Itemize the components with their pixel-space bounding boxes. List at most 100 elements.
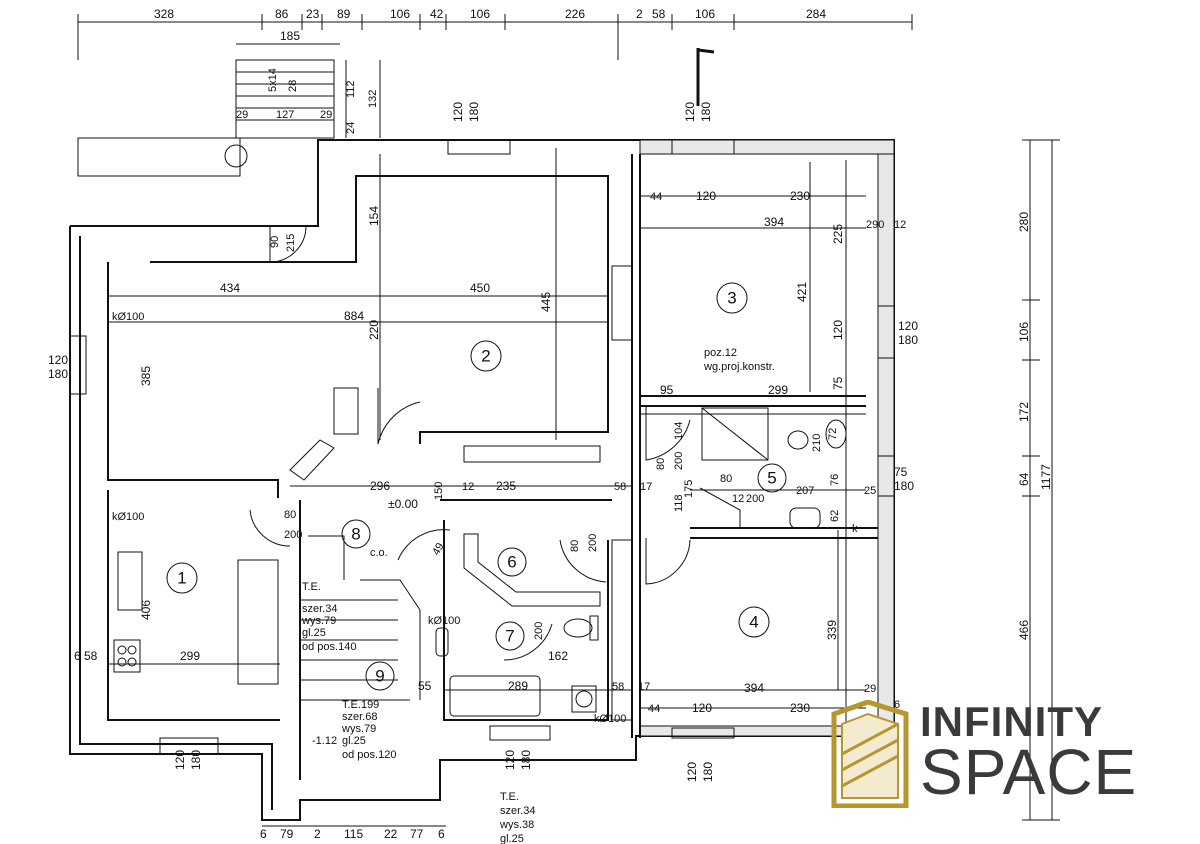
dim-17a: 17 [640,481,652,493]
dim-434: 434 [220,281,240,295]
dim-394a: 394 [764,215,784,229]
dim-215: 215 [285,234,297,252]
top-dim-11: 106 [695,7,715,21]
room-8-label: 8 [351,525,360,544]
dim-289: 289 [508,679,528,693]
washbasin-icon [789,507,821,529]
dim-120-right: 120 [898,319,918,333]
top-dim-12: 284 [806,7,826,21]
dim-200a: 200 [673,452,685,470]
dim-385: 385 [139,366,153,386]
dim-290: 290 [866,219,884,231]
te1-szer: szer.34 [302,603,337,615]
dim-230a: 230 [790,189,810,203]
dim-299a: 299 [180,649,200,663]
room-5-label: 5 [767,469,776,488]
right-dim-2: 106 [1017,322,1031,342]
outer-walls [69,139,895,821]
chimney-2: kØ100 [112,511,144,523]
room-4-label: 4 [749,613,758,632]
dim-44b: 44 [648,703,660,715]
stair-steps: 5x14 [267,68,279,92]
top-dim-8: 226 [565,7,585,21]
dim-394b: 394 [744,681,764,695]
dim-180-br: 180 [701,762,715,782]
room-7-label: 7 [505,627,514,646]
dim-72: 72 [827,428,839,440]
dim-154: 154 [367,206,381,226]
dim-200c: 200 [533,622,545,640]
dim-12b: 12 [894,219,906,231]
right-dim-3: 172 [1017,402,1031,422]
dim-207: 207 [796,485,814,497]
dim-80c: 80 [284,509,296,521]
dim-120b: 120 [831,320,845,340]
dim-12c-200b: 12 [732,493,744,505]
windows [69,139,895,755]
right-dim-total: 1177 [1039,464,1053,490]
fixtures [113,407,847,717]
bottom-dim-1: 6 [260,827,267,841]
dim-884: 884 [344,309,364,323]
stair-h3: 24 [345,122,357,134]
te3-title: T.E. [500,791,519,803]
washbasin-icon-2 [435,627,449,657]
room-2-label: 2 [481,347,490,366]
te2-szer: szer.68 [342,711,377,723]
dim-49: 49 [430,541,447,558]
dim-120a: 120 [696,189,716,203]
dim-421: 421 [795,282,809,302]
stove-icon [113,639,141,673]
dim-180-left: 180 [48,367,68,381]
top-dim-5: 106 [390,7,410,21]
dim-220: 220 [367,320,381,340]
entrance-stairs: 185 5x14 28 29 127 29 112 132 24 [77,29,381,177]
window-seat [463,445,601,463]
dim-296: 296 [370,479,390,493]
dim-120c: 120 [692,701,712,715]
dim-180-right: 180 [898,333,918,347]
note-co: c.o. [370,547,388,559]
dim-180b: 180 [894,479,914,493]
toilet-icon [563,618,593,638]
dim-180-bm: 180 [519,750,533,770]
te3-szer: szer.34 [500,805,535,817]
dim-12a: 12 [462,481,474,493]
dim-406: 406 [139,600,153,620]
note-poz: poz.12 [704,347,737,359]
note-wg: wg.proj.konstr. [703,361,775,373]
kitchen-sink-icon [117,551,143,611]
room-3-label: 3 [727,289,736,308]
bathtub-icon [449,675,541,717]
room-1-label: 1 [177,569,186,588]
dim-180-top1: 180 [467,102,481,122]
dim-180-bl: 180 [189,750,203,770]
right-dim-4: 64 [1017,472,1031,486]
dim-55: 55 [418,679,432,693]
top-dim-9: 2 [636,7,643,21]
dim-80-door: 80 [569,540,581,552]
te2-wys: wys.79 [341,723,376,735]
top-dim-3: 23 [306,7,320,21]
bottom-dim-3: 2 [314,827,321,841]
dim-150: 150 [433,482,445,500]
bottom-dim-2: 79 [280,827,294,841]
dim-225: 225 [831,224,845,244]
dim-450: 450 [470,281,490,295]
kitchen-counter [237,559,279,685]
room-9-label: 9 [375,667,384,686]
dim-80a: 80 [655,458,667,470]
te1-gl: gl.25 [302,627,326,639]
dim-104: 104 [673,422,685,440]
dim-235: 235 [496,479,516,493]
te2-od: od pos.120 [342,749,396,761]
dim-76: 76 [829,474,841,486]
bottom-dim-5: 22 [384,827,398,841]
dim-95: 95 [660,383,674,397]
te3-wys: wys.38 [499,819,534,831]
stair-h1: 112 [345,80,357,98]
dim-80b: 80 [720,473,732,485]
dim-58a: 58 [614,481,626,493]
dim-200d: 200 [284,529,302,541]
